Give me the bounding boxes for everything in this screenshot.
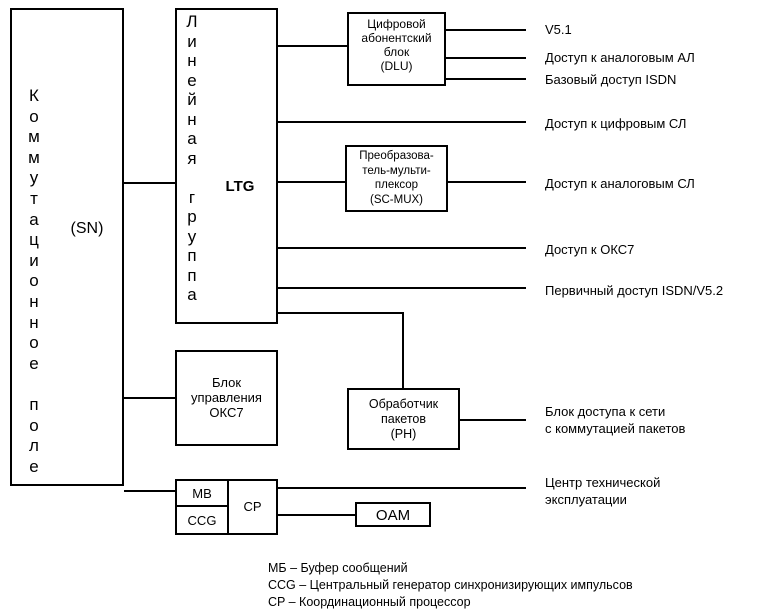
output-v51: V5.1 (545, 22, 572, 37)
mb-box: MB (175, 479, 229, 507)
output-digital-trunks: Доступ к цифровым СЛ (545, 116, 687, 131)
ccg-label: CCG (187, 513, 217, 528)
dlu-line-3: блок (383, 45, 410, 59)
switching-network-abbr: (SN) (70, 220, 104, 237)
output-isdn-primary: Первичный доступ ISDN/V5.2 (545, 283, 724, 298)
legend-mb: МБ – Буфер сообщений (268, 561, 408, 575)
output-packet-network-1: Блок доступа к сети (545, 404, 666, 419)
dlu-line-1: Цифровой (367, 17, 426, 31)
output-analog-trunks: Доступ к аналоговым СЛ (545, 176, 695, 191)
output-analog-subscriber: Доступ к аналоговым АЛ (545, 50, 695, 65)
output-ccs7-access: Доступ к ОКС7 (545, 242, 635, 257)
oam-box: OAM (355, 502, 431, 527)
output-tech-center-1: Центр технической (545, 475, 661, 490)
output-tech-center-2: эксплуатации (545, 492, 627, 507)
cp-box: CP (227, 479, 278, 535)
ccg-box: CCG (175, 505, 229, 535)
legend-cp: CP – Координационный процессор (268, 595, 471, 609)
oam-label: OAM (375, 507, 411, 524)
packet-handler-line-1: Обработчик (368, 397, 439, 411)
packet-handler-line-2: пакетов (380, 412, 427, 426)
dlu-line-4: (DLU) (380, 59, 413, 73)
sc-mux-line-3: плексор (374, 179, 419, 191)
sc-mux-line-1: Преобразова- (359, 150, 434, 162)
output-isdn-basic: Базовый доступ ISDN (545, 72, 677, 87)
sc-mux-box: Преобразова- тель-мульти- плексор (SC-MU… (345, 145, 448, 212)
mb-label: MB (192, 486, 212, 501)
ccs7-control-line-1: Блок (211, 375, 242, 390)
line-trunk-group-abbr: LTG (225, 178, 255, 195)
ccs7-control-line-3: ОКС7 (209, 405, 244, 420)
sc-mux-line-4: (SC-MUX) (369, 193, 424, 206)
ccs7-control-line-2: управления (191, 390, 262, 405)
output-packet-network-2: с коммутацией пакетов (545, 421, 686, 436)
cp-label: CP (243, 499, 262, 514)
packet-handler-line-3: (PH) (390, 427, 417, 441)
packet-handler-box: Обработчик пакетов (PH) (347, 388, 460, 450)
dlu-line-2: абонентский (361, 31, 432, 45)
legend-ccg: CCG – Центральный генератор синхронизиру… (268, 578, 633, 592)
dlu-box: Цифровой абонентский блок (DLU) (347, 12, 446, 86)
sc-mux-line-2: тель-мульти- (362, 164, 431, 177)
ccs7-control-box: Блок управления ОКС7 (175, 350, 278, 446)
legend: МБ – Буфер сообщений CCG – Центральный г… (268, 560, 633, 611)
